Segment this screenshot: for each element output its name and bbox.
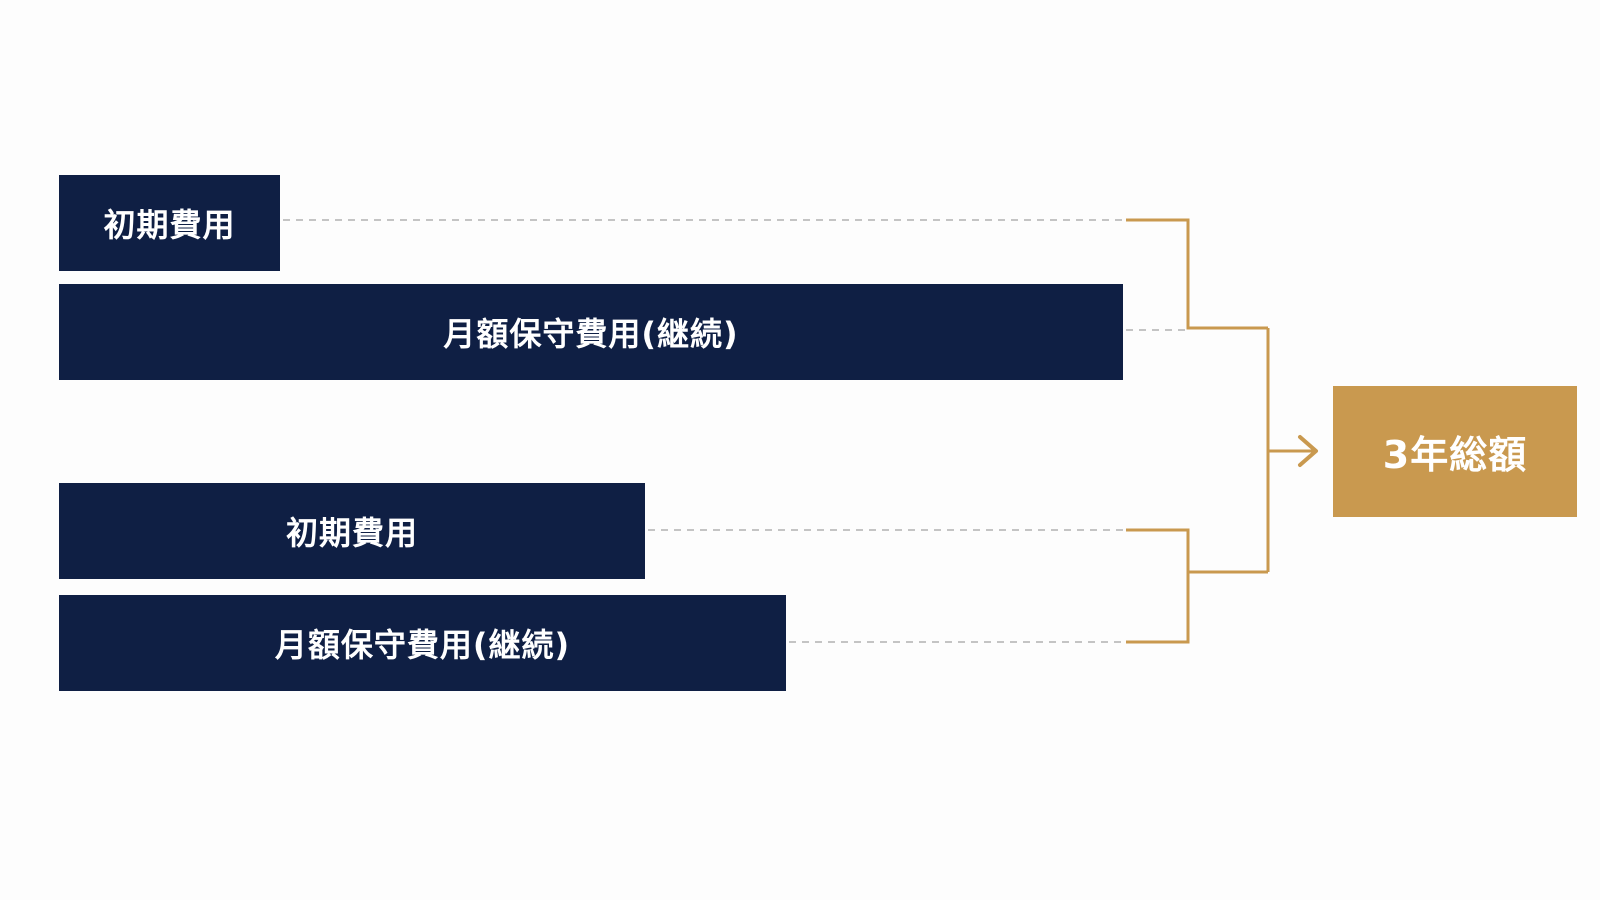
group-a-initial-cost-bar: 初期費用 [59,175,280,271]
arrow-right-icon [1298,435,1318,467]
group-b-monthly-maintenance-bar: 月額保守費用(継続) [59,595,786,691]
bracket-group-b [1126,528,1190,644]
group-b-initial-cost-bar: 初期費用 [59,483,645,579]
group-a-initial-cost-label: 初期費用 [103,206,236,244]
group-a-monthly-maintenance-label: 月額保守費用(継続) [443,315,739,353]
three-year-total-box: 3年総額 [1333,386,1577,517]
three-year-total-label: 3年総額 [1382,433,1528,477]
group-a-monthly-maintenance-bar: 月額保守費用(継続) [59,284,1123,380]
bracket-group-a [1126,218,1268,330]
group-b-initial-cost-label: 初期費用 [285,514,418,552]
group-b-monthly-maintenance-label: 月額保守費用(継続) [274,626,571,664]
